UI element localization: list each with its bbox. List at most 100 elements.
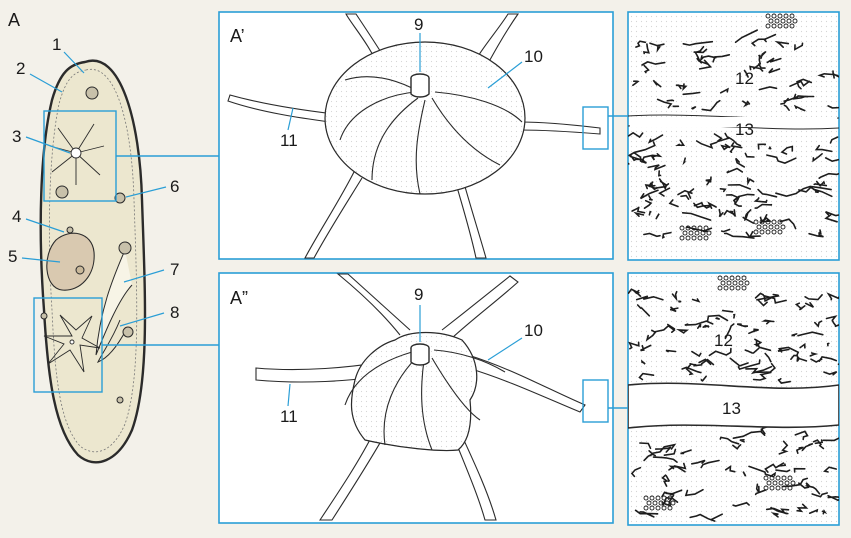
spongiome-tubule [699, 55, 717, 63]
spongiome-tubule [774, 40, 790, 48]
vesicle [753, 219, 759, 225]
vesicle [759, 229, 765, 235]
spongiome-tubule [794, 302, 806, 311]
food-vacuole [55, 185, 69, 199]
paramecium-cell [39, 59, 147, 464]
spongiome-tubule [766, 57, 782, 64]
spongiome-tubule [706, 314, 729, 322]
spongiome-tubule [822, 437, 839, 442]
spongiome-tubule [641, 153, 663, 163]
spongiome-tubule [745, 231, 761, 238]
spongiome-tubule [661, 489, 683, 498]
vesicle [766, 480, 772, 486]
spongiome-tubule [719, 188, 727, 193]
vesicle [667, 495, 673, 501]
vesicle [685, 225, 691, 231]
vesicle [781, 485, 787, 491]
spongiome-tubule [826, 342, 830, 347]
spongiome-tubule [648, 210, 652, 216]
spongiome-tubule [778, 440, 789, 455]
spongiome-tubule [762, 294, 787, 304]
vesicle [786, 18, 792, 24]
spongiome-tubule [658, 178, 668, 191]
label-13: 13 [722, 399, 741, 418]
spongiome-tubule [809, 352, 819, 357]
spongiome-tubule [757, 188, 778, 198]
spongiome-tubule [729, 357, 749, 367]
food-vacuole [122, 326, 134, 338]
spongiome-tubule [684, 320, 714, 326]
food-vacuole [85, 86, 99, 100]
spongiome-tubule [795, 446, 804, 454]
spongiome-tubule [693, 201, 712, 209]
vesicle [682, 230, 688, 236]
spongiome-tubule [702, 324, 710, 328]
spongiome-tubule [779, 218, 797, 230]
spongiome-tubule [697, 323, 702, 329]
spongiome-tubule [635, 295, 664, 301]
spongiome-tubule [633, 152, 647, 164]
spongiome-tubule [628, 288, 642, 297]
vesicle [756, 224, 762, 230]
vesicle [765, 229, 771, 235]
spongiome-tubule [691, 350, 702, 358]
spongiome-tubule [643, 232, 661, 238]
spongiome-tubule [641, 61, 666, 66]
spongiome-tubule [825, 211, 839, 217]
spongiome-tubule [643, 64, 650, 74]
vesicle [771, 229, 777, 235]
spongiome-tubule [749, 230, 754, 237]
spongiome-tubule [730, 142, 743, 149]
vesicle [784, 480, 790, 486]
spongiome-tubule [725, 193, 741, 205]
spongiome-tubule [676, 328, 690, 334]
spongiome-tubule [794, 430, 809, 441]
label-10: 10 [524, 47, 543, 66]
vesicle [781, 475, 787, 481]
vesicle [658, 500, 664, 506]
spongiome-tubule [729, 146, 735, 153]
spongiome-tubule [656, 98, 673, 109]
spongiome-tubule [801, 442, 814, 452]
spongiome-tubule [671, 290, 678, 302]
vesicle [649, 495, 655, 501]
spongiome-tubule [770, 471, 777, 477]
spongiome-tubule [746, 177, 755, 186]
spongiome-tubule [658, 170, 662, 177]
zoom-box-a-prime [582, 106, 609, 150]
vesicle [790, 480, 796, 486]
label-13: 13 [735, 120, 754, 139]
spongiome-tubule [823, 371, 838, 376]
vesicle [777, 229, 783, 235]
spongiome-tubule [742, 216, 755, 224]
vesicle [664, 500, 670, 506]
spongiome-tubule [732, 501, 750, 507]
spongiome-tubule [754, 489, 767, 496]
vesicle [771, 23, 777, 29]
spongiome-texture-bottom [628, 273, 839, 525]
spongiome-tubule [821, 509, 828, 515]
label-12: 12 [714, 331, 733, 350]
food-vacuole [118, 241, 132, 255]
vesicle [661, 505, 667, 511]
spongiome-tubule [723, 209, 736, 217]
vesicle [679, 235, 685, 241]
spongiome-tubule [636, 304, 651, 317]
spongiome-tubule [775, 192, 798, 198]
vesicle [771, 219, 777, 225]
spongiome-tubule [705, 176, 713, 186]
spongiome-tubule [792, 93, 815, 100]
spongiome-tubule [743, 69, 749, 78]
vesicle [787, 485, 793, 491]
spongiome-tubule [760, 50, 767, 60]
spongiome-tubule [742, 100, 751, 108]
spongiome-tubule [680, 449, 692, 455]
spongiome-tubule [794, 42, 804, 51]
vesicle [720, 280, 726, 286]
spongiome-tubule [719, 87, 729, 94]
spongiome-tubule [685, 364, 694, 376]
spongiome-tubule [727, 136, 742, 147]
vesicle [643, 495, 649, 501]
vesicle [685, 235, 691, 241]
